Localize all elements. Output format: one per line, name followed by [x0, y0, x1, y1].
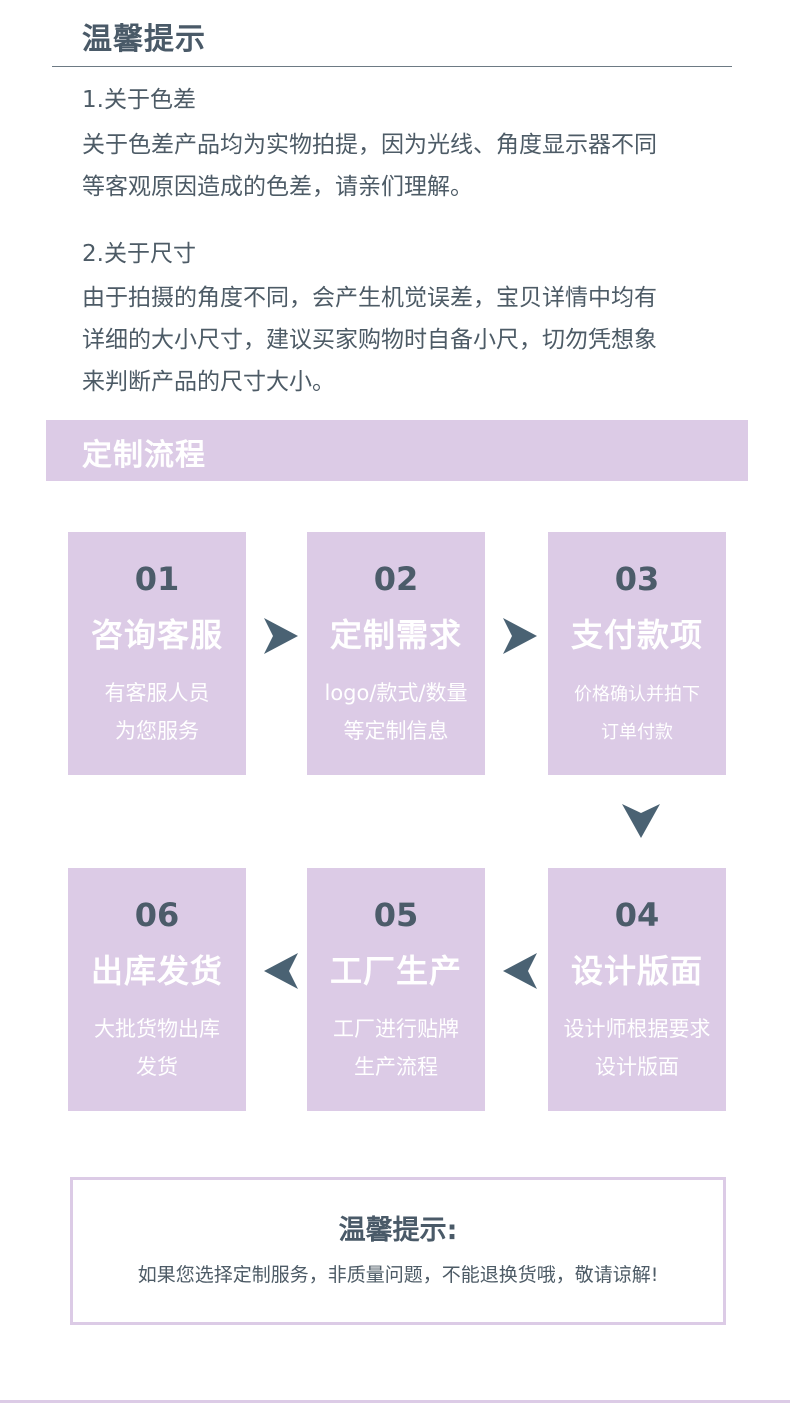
warning-box: 温馨提示: 如果您选择定制服务，非质量问题，不能退换货哦，敬请谅解!	[70, 1177, 726, 1325]
step-number: 01	[134, 560, 180, 598]
warning-text: 如果您选择定制服务，非质量问题，不能退换货哦，敬请谅解!	[137, 1264, 659, 1286]
text-line: 等客观原因造成的色差，请亲们理解。	[82, 174, 473, 200]
notice-title: 温馨提示	[82, 22, 206, 57]
arrow-right-icon	[264, 618, 298, 654]
process-title: 定制流程	[82, 438, 206, 473]
step-desc-line: logo/款式/数量	[324, 681, 468, 705]
step-card-06: 06 出库发货 大批货物出库 发货	[68, 868, 246, 1111]
step-card-01: 01 咨询客服 有客服人员 为您服务	[68, 532, 246, 775]
step-card-02: 02 定制需求 logo/款式/数量 等定制信息	[307, 532, 485, 775]
step-desc-line: 发货	[136, 1055, 178, 1079]
text-line: 详细的大小尺寸，建议买家购物时自备小尺，切勿凭想象	[82, 327, 657, 353]
step-number: 05	[373, 896, 419, 934]
step-desc-line: 设计师根据要求	[563, 1017, 711, 1041]
step-card-03: 03 支付款项 价格确认并拍下 订单付款	[548, 532, 726, 775]
step-title: 出库发货	[90, 952, 223, 990]
step-desc-line: 设计版面	[595, 1055, 679, 1079]
step-number: 04	[614, 896, 660, 934]
warning-title: 温馨提示:	[338, 1215, 458, 1246]
arrow-left-icon	[264, 953, 298, 989]
step-desc-line: 大批货物出库	[94, 1017, 220, 1041]
step-desc-line: 为您服务	[115, 719, 199, 743]
step-title: 设计版面	[570, 952, 703, 990]
section-text-size: 由于拍摄的角度不同，会产生机觉误差，宝贝详情中均有 详细的大小尺寸，建议买家购物…	[82, 277, 722, 403]
step-number: 02	[373, 560, 419, 598]
step-desc-line: 有客服人员	[104, 681, 210, 705]
arrow-down-icon	[622, 804, 660, 838]
process-banner	[46, 420, 748, 481]
arrow-left-icon	[503, 953, 537, 989]
bottom-divider	[0, 1400, 790, 1403]
step-number: 06	[134, 896, 180, 934]
title-divider	[52, 66, 732, 67]
text-line: 由于拍摄的角度不同，会产生机觉误差，宝贝详情中均有	[82, 285, 657, 311]
step-card-04: 04 设计版面 设计师根据要求 设计版面	[548, 868, 726, 1111]
step-desc-line: 价格确认并拍下	[574, 684, 700, 705]
step-desc-line: 等定制信息	[343, 719, 449, 743]
section-heading-size: 2.关于尺寸	[82, 241, 196, 267]
step-desc-line: 工厂进行贴牌	[333, 1017, 459, 1041]
step-desc-line: 生产流程	[354, 1055, 438, 1079]
text-line: 关于色差产品均为实物拍提，因为光线、角度显示器不同	[82, 132, 657, 158]
section-heading-color: 1.关于色差	[82, 87, 196, 113]
step-title: 咨询客服	[90, 616, 223, 654]
section-text-color: 关于色差产品均为实物拍提，因为光线、角度显示器不同 等客观原因造成的色差，请亲们…	[82, 124, 722, 208]
step-number: 03	[614, 560, 660, 598]
step-title: 支付款项	[570, 616, 703, 654]
text-line: 来判断产品的尺寸大小。	[82, 369, 335, 395]
step-title: 工厂生产	[329, 952, 462, 990]
step-desc-line: 订单付款	[601, 722, 673, 743]
step-card-05: 05 工厂生产 工厂进行贴牌 生产流程	[307, 868, 485, 1111]
arrow-right-icon	[503, 618, 537, 654]
step-title: 定制需求	[329, 616, 462, 654]
